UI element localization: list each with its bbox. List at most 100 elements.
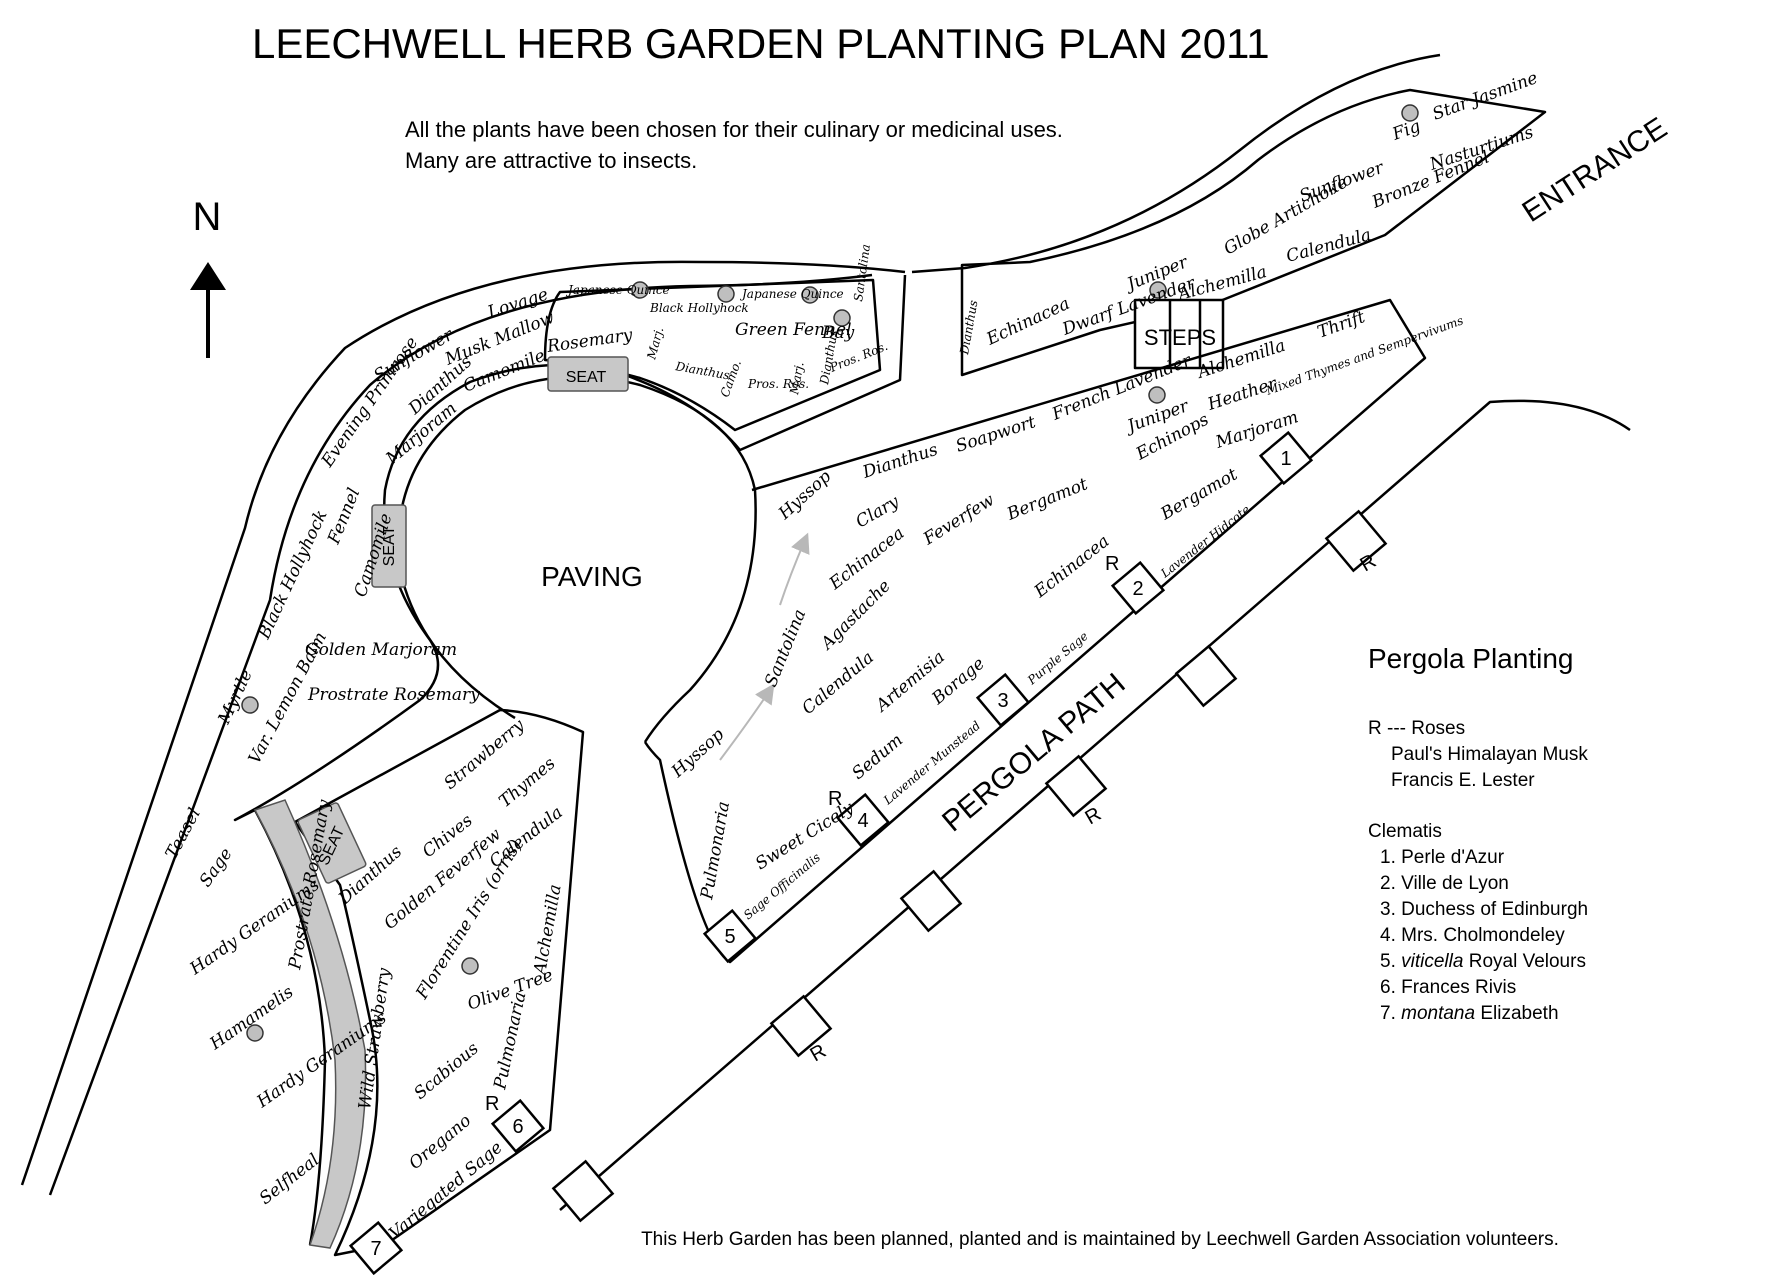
- tree-marker: [833, 309, 851, 327]
- paving-label: PAVING: [541, 561, 643, 592]
- plant-label: Sedum: [848, 730, 907, 784]
- legend-clematis-item: 6. Frances Rivis: [1380, 977, 1516, 998]
- plant-label: Santolina: [761, 607, 810, 690]
- tree-marker: [1148, 386, 1166, 404]
- intro-line-1: All the plants have been chosen for thei…: [405, 117, 1063, 142]
- map-title: LEECHWELL HERB GARDEN PLANTING PLAN 2011: [252, 20, 1270, 67]
- plant-label: Golden Marjoram: [305, 640, 457, 660]
- plant-label: Rosemary: [545, 325, 634, 357]
- plant-label: Japanese Quince: [565, 283, 670, 297]
- plant-label: Bergamot: [1003, 474, 1090, 525]
- footer-credit: This Herb Garden has been planned, plant…: [641, 1229, 1559, 1250]
- south-west-bed-outline: [293, 708, 585, 1257]
- clematis-number-6: 6: [512, 1116, 523, 1138]
- seat-south-west: [297, 802, 367, 884]
- pergola-post: [899, 869, 963, 933]
- plant-label: Calendula: [798, 648, 878, 719]
- legend-clematis-item: 5. viticella Royal Velours: [1380, 951, 1586, 972]
- clematis-box-5: [702, 908, 758, 964]
- clematis-box-2: [1110, 560, 1166, 616]
- plant-label: Artemisia: [871, 647, 949, 717]
- steps-box: [1133, 298, 1225, 370]
- plant-label: Agastache: [816, 576, 895, 655]
- hyssop-arrow: [779, 532, 810, 606]
- clematis-box-3: [975, 672, 1031, 728]
- seat-west-label: SEAT: [381, 525, 398, 566]
- rose-marker: R: [1105, 553, 1119, 575]
- tree-marker: [631, 281, 649, 299]
- pergola-post: [1174, 644, 1238, 708]
- plant-label: Santolina: [851, 243, 873, 302]
- clematis-number-2: 2: [1132, 578, 1143, 600]
- plant-label: Calendula: [1284, 225, 1373, 267]
- clematis-number-4: 4: [857, 810, 868, 832]
- plant-label: Echinacea: [1030, 531, 1113, 602]
- paving-circle-edge-east: [643, 489, 757, 743]
- plant-label: Feverfew: [919, 490, 998, 550]
- tree-marker: [801, 286, 819, 304]
- compass-north-label: N: [193, 195, 222, 239]
- seat-west: [371, 504, 407, 588]
- plant-label: Scabious: [410, 1038, 482, 1103]
- legend-rose-item: Paul's Himalayan Musk: [1391, 744, 1588, 765]
- paving-circle-edge: [397, 375, 757, 720]
- legend-roses-label: R --- Roses: [1368, 718, 1465, 739]
- tree-marker: [246, 1024, 264, 1042]
- plant-label: Prostrate Rosemary: [307, 685, 480, 705]
- legend-clematis-item: 7. montana Elizabeth: [1380, 1003, 1559, 1024]
- clematis-box-6: [490, 1098, 546, 1154]
- tree-marker: [717, 285, 735, 303]
- plant-label: Thrift: [1315, 307, 1368, 343]
- rose-marker: R: [485, 1093, 499, 1115]
- intro-line-2: Many are attractive to insects.: [405, 148, 697, 173]
- steps-label: STEPS: [1144, 325, 1216, 350]
- legend-clematis-item: 2. Ville de Lyon: [1380, 873, 1509, 894]
- plant-label: Hamamelis: [206, 982, 298, 1055]
- plant-label: Dianthus: [957, 299, 980, 356]
- north-east-bed-outline: [960, 88, 1547, 377]
- legend-heading: Pergola Planting: [1368, 643, 1573, 674]
- pergola-post: [1324, 509, 1388, 573]
- clematis-box-1: [1258, 430, 1314, 486]
- plant-label: Bay: [821, 323, 855, 343]
- hyssop-arrow: [719, 683, 775, 761]
- plant-label: Echinacea: [825, 523, 908, 594]
- west-boundary-outer: [20, 260, 906, 1186]
- compass-arrow: [190, 262, 226, 358]
- plant-label: Black Hollyhock: [649, 301, 749, 315]
- clematis-number-3: 3: [997, 690, 1008, 712]
- legend-clematis-item: 1. Perle d'Azur: [1380, 847, 1505, 868]
- legend-clematis-item: 3. Duchess of Edinburgh: [1380, 899, 1588, 920]
- legend-clematis-item: 4. Mrs. Cholmondeley: [1380, 925, 1565, 946]
- plant-label: Soapwort: [953, 412, 1038, 457]
- entrance-label: ENTRANCE: [1517, 111, 1673, 229]
- plant-label: Marj.: [644, 326, 666, 362]
- tree-marker: [241, 696, 259, 714]
- clematis-number-1: 1: [1280, 448, 1291, 470]
- clematis-number-7: 7: [370, 1238, 381, 1260]
- legend: Pergola Planting R --- Roses Paul's Hima…: [1368, 643, 1588, 1024]
- seat-north: [547, 356, 629, 392]
- pergola-path-label: PERGOLA PATH: [936, 667, 1131, 838]
- clematis-box-4: [835, 792, 891, 848]
- pergola-post: [551, 1159, 615, 1223]
- plant-label: Pros. Ros.: [747, 377, 809, 391]
- rose-marker: R: [828, 788, 842, 810]
- pergola-post: [769, 994, 833, 1058]
- tree-marker: [1149, 281, 1167, 299]
- entrance-boundary-north: [911, 53, 1441, 274]
- plant-label: Green Fennel: [735, 320, 852, 340]
- seat-north-label: SEAT: [566, 369, 607, 386]
- plant-label: Alchemilla: [530, 883, 566, 978]
- legend-clematis-list: 1. Perle d'Azur 2. Ville de Lyon 3. Duches…: [1380, 847, 1588, 1024]
- plant-label: Thymes: [495, 753, 559, 811]
- pergola-path-edge: [559, 399, 1631, 1211]
- tree-marker: [461, 957, 479, 975]
- plant-label: Fig: [1389, 116, 1423, 145]
- clematis-number-5: 5: [724, 926, 735, 948]
- pergola-post: [1044, 754, 1108, 818]
- tree-marker: [1401, 104, 1419, 122]
- plant-label: Sage: [196, 844, 237, 890]
- plant-label: Variegated Sage: [385, 1138, 506, 1244]
